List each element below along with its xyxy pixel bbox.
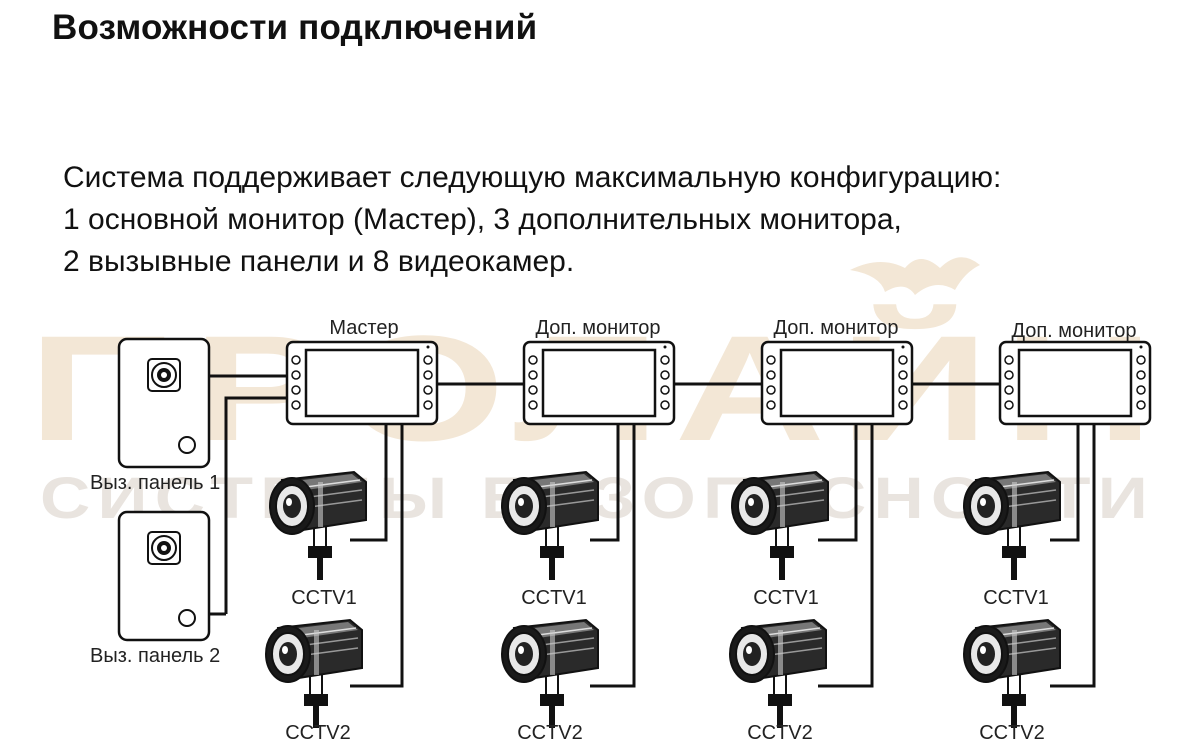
monitor-extra-2-label: Доп. монитор [773, 317, 898, 339]
description-line-2: 1 основной монитор (Мастер), 3 дополните… [63, 203, 902, 236]
camera-cctv2-col4 [964, 620, 1060, 728]
cctv1-label: CCTV1 [753, 587, 819, 609]
cctv2-label: CCTV2 [517, 722, 583, 744]
camera-icon [964, 620, 1060, 728]
monitor-master-label: Мастер [329, 317, 398, 339]
cctv1-label: CCTV1 [291, 587, 357, 609]
page-title: Возможности подключений [52, 8, 538, 47]
doorbell-panel-icon [117, 510, 211, 642]
monitor-master [285, 340, 439, 426]
camera-cctv2-col3 [730, 620, 826, 728]
cctv1-label: CCTV1 [983, 587, 1049, 609]
cctv2-label: CCTV2 [285, 722, 351, 744]
cctv1-label: CCTV1 [521, 587, 587, 609]
bat-icon [850, 257, 980, 295]
camera-icon [730, 620, 826, 728]
monitor-extra-1-label: Доп. монитор [535, 317, 660, 339]
call-panel-2-label: Выз. панель 2 [90, 645, 220, 667]
monitor-icon [760, 340, 914, 426]
wiring [209, 374, 1096, 688]
monitor-extra-1 [522, 340, 676, 426]
call-panel-1 [117, 337, 211, 469]
camera-icon [266, 620, 362, 728]
description-line-3: 2 вызывные панели и 8 видеокамер. [63, 245, 575, 278]
monitor-extra-3-label: Доп. монитор [1011, 320, 1136, 342]
monitor-extra-3 [998, 340, 1152, 426]
monitor-icon [998, 340, 1152, 426]
call-panel-1-label: Выз. панель 1 [90, 472, 220, 494]
cctv2-label: CCTV2 [979, 722, 1045, 744]
camera-icon [502, 620, 598, 728]
monitor-extra-2 [760, 340, 914, 426]
doorbell-panel-icon [117, 337, 211, 469]
monitor-icon [285, 340, 439, 426]
description-line-1: Система поддерживает следующую максималь… [63, 161, 1002, 194]
cctv2-label: CCTV2 [747, 722, 813, 744]
camera-cctv2-col2 [502, 620, 598, 728]
call-panel-2 [117, 510, 211, 642]
description: Система поддерживает следующую максималь… [63, 157, 1001, 283]
monitor-icon [522, 340, 676, 426]
camera-cctv2-col1 [266, 620, 362, 728]
